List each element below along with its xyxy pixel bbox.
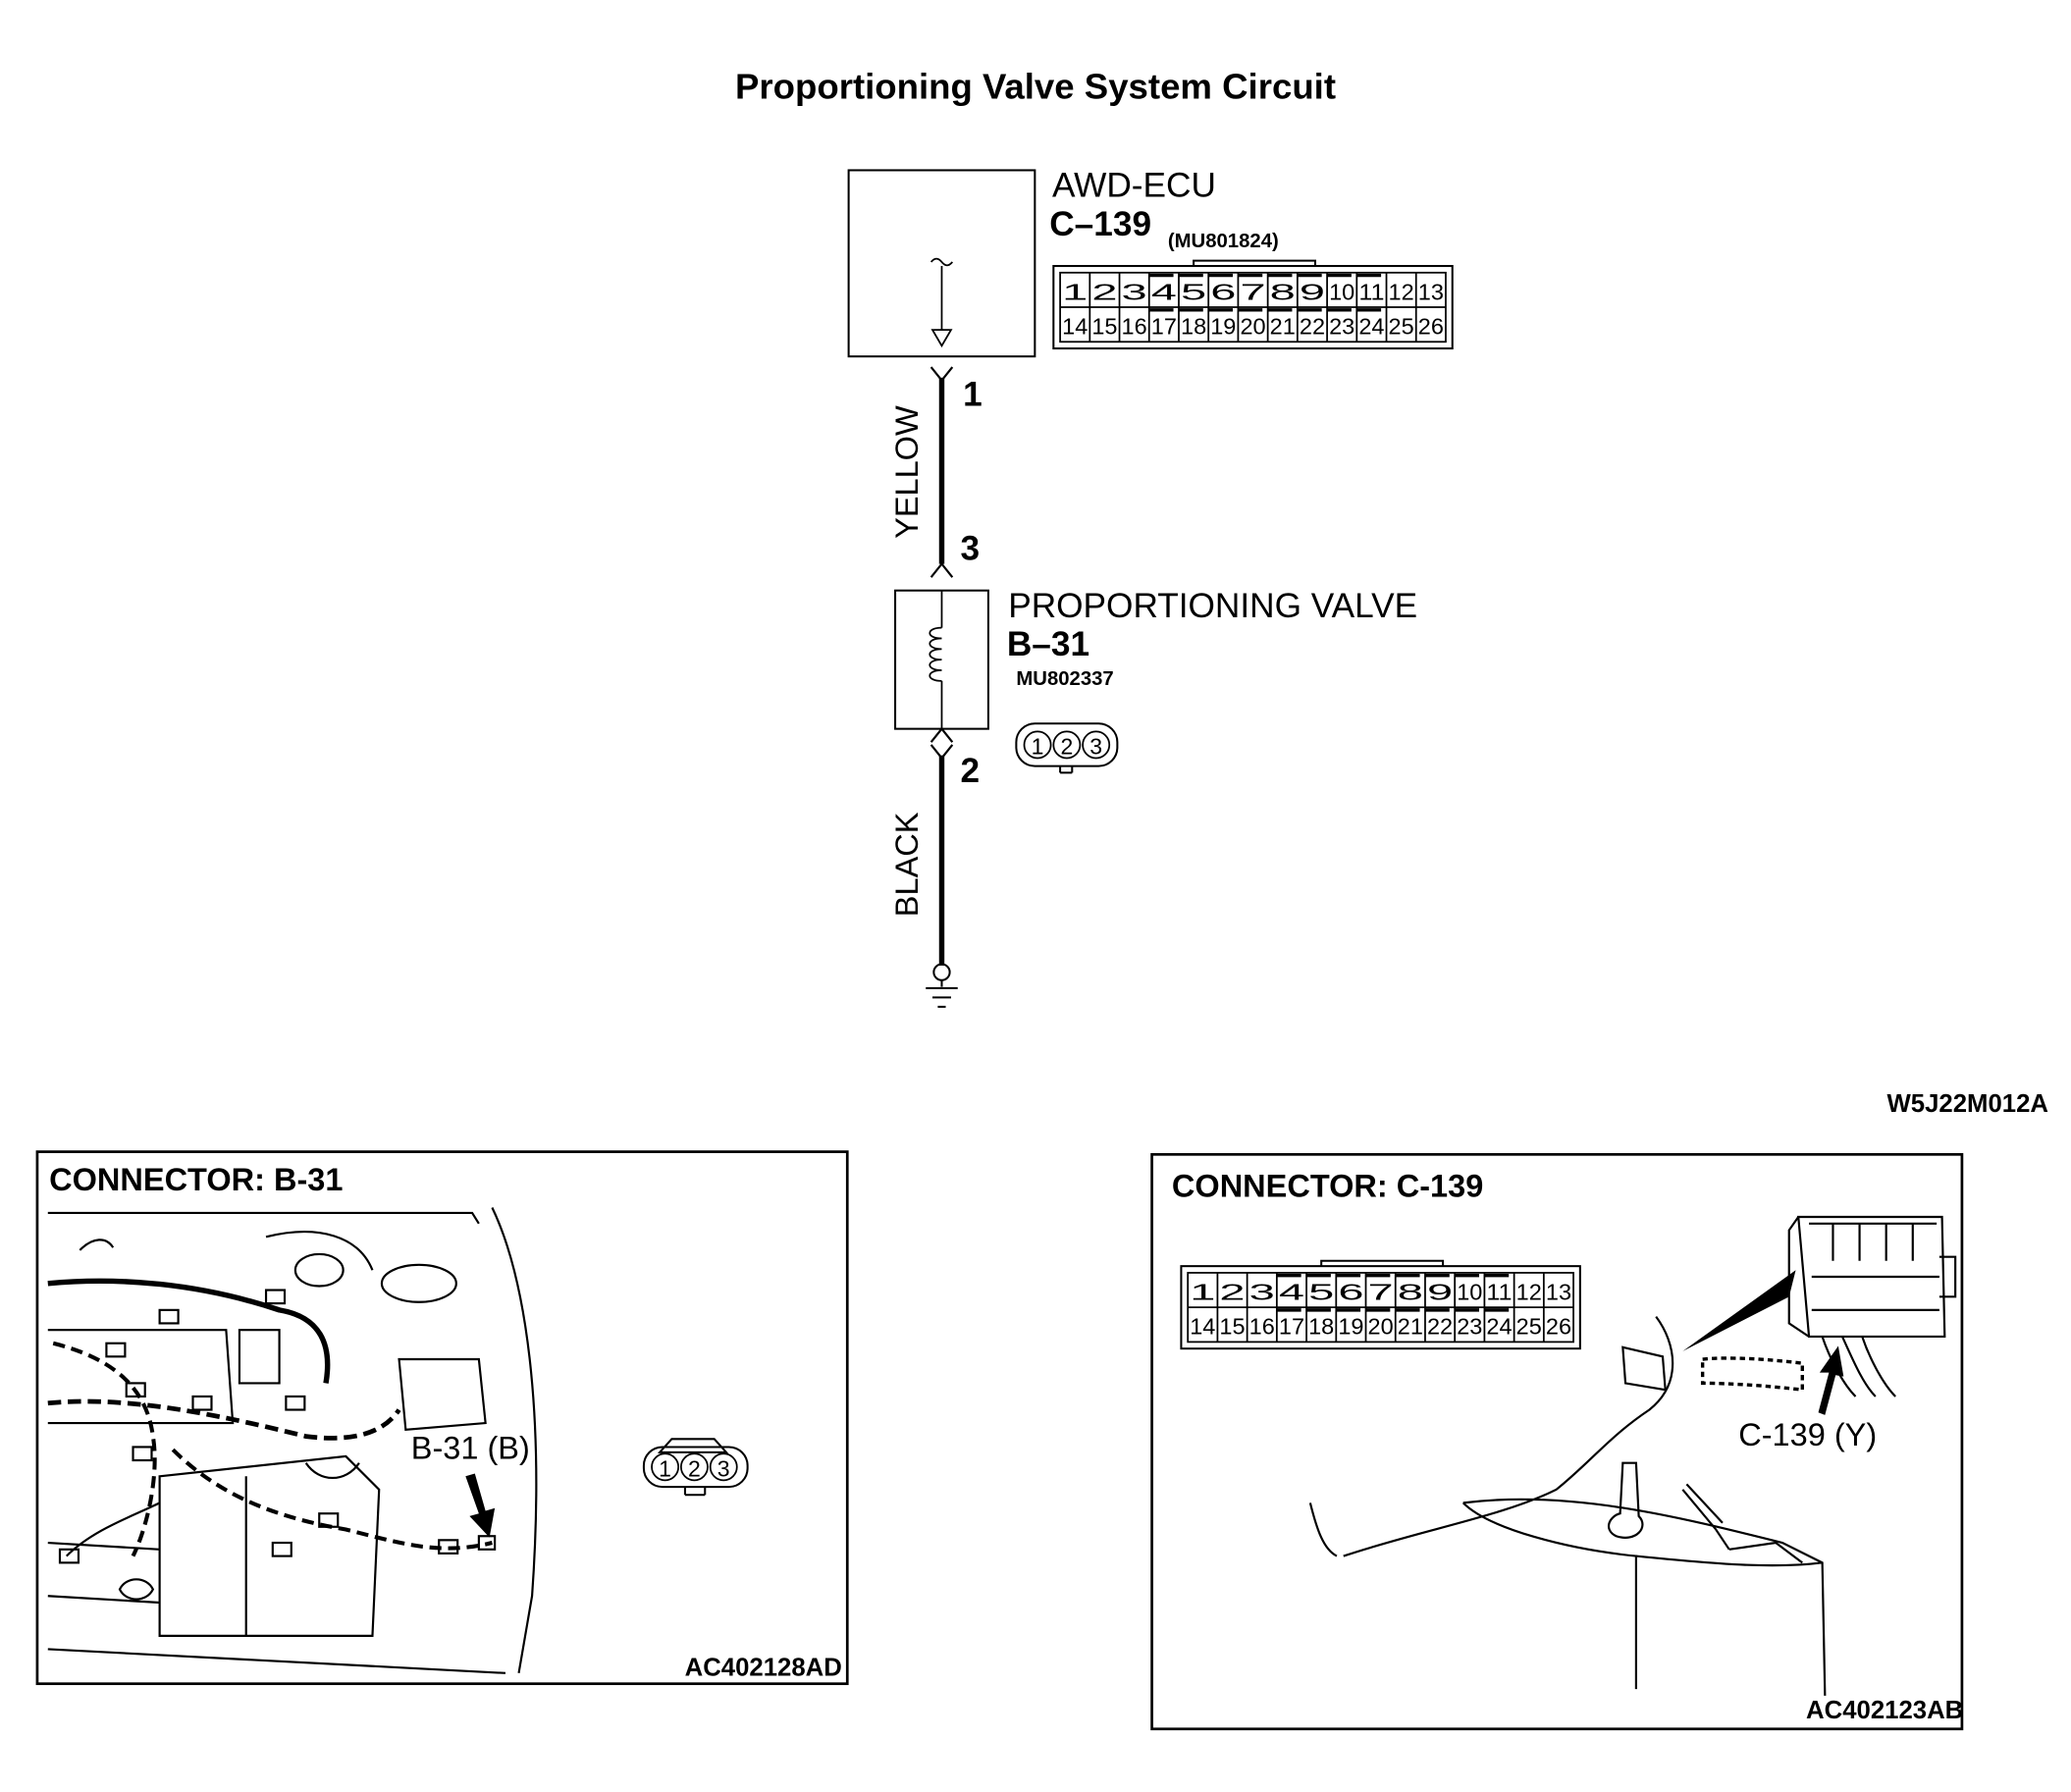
pin-number: 21 — [1398, 1314, 1423, 1340]
pin-number: 12 — [1389, 279, 1414, 304]
pin-number: 11 — [1486, 1279, 1512, 1304]
pin-number: 1 — [1190, 1279, 1215, 1304]
terminal-icon — [929, 726, 954, 743]
pin-number: 4 — [1279, 1279, 1305, 1304]
pin-number: 10 — [1329, 279, 1354, 304]
pin-number: 14 — [1190, 1314, 1215, 1340]
pin-number: 5 — [1308, 1279, 1334, 1304]
pin-number: 18 — [1308, 1314, 1334, 1340]
pin-number: 21 — [1270, 314, 1296, 340]
connector-callout: B-31 (B) — [411, 1431, 530, 1466]
pin-number: 13 — [1546, 1279, 1571, 1304]
figure-code: W5J22M012A — [1887, 1090, 2048, 1118]
panel-title: CONNECTOR: B-31 — [49, 1162, 343, 1197]
pin-number: 24 — [1358, 314, 1384, 340]
pin-number: 1 — [1032, 733, 1044, 759]
panel-connector-b31 — [35, 1150, 849, 1686]
pin-number: 7 — [1368, 1279, 1394, 1304]
pin-number: 17 — [1279, 1314, 1304, 1340]
pin-number: 3 — [717, 1455, 730, 1481]
ecu-name: AWD-ECU — [1052, 167, 1216, 205]
pin-number: 9 — [1427, 1279, 1453, 1304]
illustration-code: AC402128AD — [685, 1655, 842, 1682]
pin-number: 23 — [1457, 1314, 1482, 1340]
pin-number: 20 — [1240, 314, 1265, 340]
zoom-wedge-icon — [1682, 1270, 1796, 1351]
pin-number: 20 — [1368, 1314, 1394, 1340]
pin-number: 26 — [1418, 314, 1444, 340]
ground-icon — [926, 963, 958, 1008]
pin-number: 3 — [1089, 733, 1102, 759]
b31-connector-face: 1 2 3 — [642, 1438, 749, 1497]
diagram-title: Proportioning Valve System Circuit — [735, 66, 1337, 107]
pin-number: 24 — [1486, 1314, 1512, 1340]
ecu-output-arrow-icon — [930, 329, 953, 348]
pin-number: 6 — [1210, 279, 1236, 304]
pin-number: 15 — [1219, 1314, 1245, 1340]
pin-number: 15 — [1091, 314, 1117, 340]
pin-number: 9 — [1300, 279, 1325, 304]
pin-number: 26 — [1546, 1314, 1571, 1340]
pin-number: 17 — [1151, 314, 1177, 340]
valve-connector-id: B–31 — [1007, 625, 1089, 663]
terminal-icon — [929, 366, 954, 383]
valve-name: PROPORTIONING VALVE — [1008, 587, 1417, 625]
pin-number: 18 — [1181, 314, 1206, 340]
pin-number: 25 — [1516, 1314, 1542, 1340]
ecu-signal-icon — [929, 257, 954, 267]
pin-number: 19 — [1338, 1314, 1363, 1340]
pin-number: 1 — [659, 1455, 671, 1481]
pin-number: 2 — [960, 752, 980, 790]
pin-number: 1 — [963, 375, 982, 413]
pin-number: 2 — [688, 1455, 701, 1481]
pin-number: 16 — [1122, 314, 1147, 340]
pin-number: 8 — [1398, 1279, 1423, 1304]
wire-color-label: YELLOW — [889, 405, 925, 539]
valve-part-number: MU802337 — [1016, 668, 1113, 690]
pin-number: 3 — [1122, 279, 1147, 304]
pin-number: 2 — [1219, 1279, 1245, 1304]
pin-number: 19 — [1210, 314, 1236, 340]
pin-number: 4 — [1151, 279, 1178, 304]
connector-callout: C-139 (Y) — [1738, 1417, 1877, 1452]
pin-number: 5 — [1181, 279, 1206, 304]
pin-number: 14 — [1062, 314, 1088, 340]
pin-number: 25 — [1389, 314, 1414, 340]
arrow-icon — [1818, 1345, 1844, 1415]
wire-color-label: BLACK — [889, 812, 925, 917]
panel-connector-c139 — [1150, 1152, 1964, 1731]
engine-bay-illustration — [47, 1207, 538, 1674]
pin-number: 22 — [1427, 1314, 1453, 1340]
ecu-box — [847, 169, 1036, 358]
terminal-icon — [929, 561, 954, 578]
pin-number: 6 — [1338, 1279, 1363, 1304]
pin-number: 23 — [1329, 314, 1354, 340]
pin-number: 7 — [1240, 279, 1265, 304]
pin-number: 2 — [1060, 733, 1073, 759]
solenoid-coil-icon — [929, 626, 942, 682]
pin-number: 22 — [1300, 314, 1325, 340]
arrow-icon — [465, 1473, 496, 1538]
pin-number: 16 — [1249, 1314, 1275, 1340]
valve-connector-face: 1 2 3 — [1015, 722, 1119, 774]
pin-number: 8 — [1270, 279, 1296, 304]
pin-number: 12 — [1516, 1279, 1542, 1304]
pin-number: 10 — [1457, 1279, 1482, 1304]
pin-number: 13 — [1418, 279, 1444, 304]
panel-title: CONNECTOR: C-139 — [1172, 1169, 1483, 1204]
pin-number: 3 — [1249, 1279, 1275, 1304]
pin-number: 3 — [960, 530, 980, 568]
ecu-connector-id: C–139 — [1049, 205, 1151, 243]
illustration-code: AC402123AB — [1806, 1697, 1963, 1724]
pin-number: 1 — [1062, 279, 1088, 304]
ecu-part-number: (MU801824) — [1168, 231, 1279, 252]
pin-number: 2 — [1091, 279, 1117, 304]
pin-number: 11 — [1358, 279, 1384, 304]
